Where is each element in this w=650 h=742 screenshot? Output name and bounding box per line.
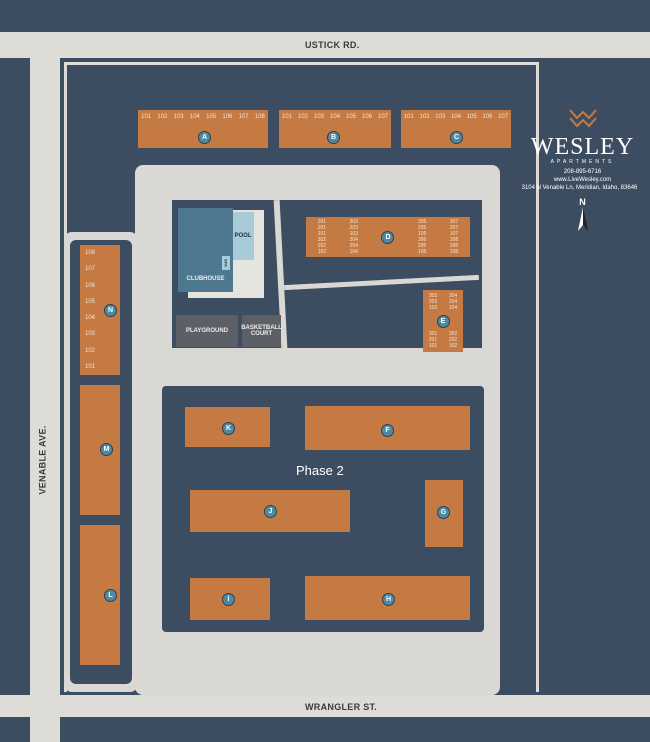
building-e-marker[interactable]: E [436,314,450,328]
unit: 106 [361,114,372,120]
venable-avenue [30,58,60,742]
wesley-logo-icon [568,109,597,128]
building-a-marker[interactable]: A [198,131,211,144]
unit: 104 [329,114,340,120]
basketball-court[interactable]: BASKETBALL COURT [241,315,282,347]
wrangler-street-label: WRANGLER ST. [305,702,378,712]
unit: 105 [466,114,477,120]
building-c-marker[interactable]: C [450,131,463,144]
unit: 108 [85,250,96,257]
building-n-marker[interactable]: N [104,304,117,317]
building-g-marker[interactable]: G [437,506,450,519]
building-d-marker[interactable]: D [381,230,395,244]
unit: 102 [85,347,96,354]
unit: 104 [189,114,200,120]
brand-phone[interactable]: 208-895-6716 [563,169,602,175]
unit: 107 [377,114,388,120]
clubhouse-label: CLUBHOUSE [186,276,225,282]
unit: 105 [206,114,217,120]
unit: 104 [450,114,461,120]
brand-website[interactable]: www.LiveWesley.com [553,177,612,183]
building-h-marker[interactable]: H [382,593,395,606]
unit: 101 [403,114,414,120]
spa[interactable]: SPA [222,256,230,270]
unit: 105 [345,114,356,120]
spa-label: SPA [223,259,229,267]
pool[interactable]: POOL [232,212,254,260]
unit: 101 [141,114,152,120]
building-a[interactable]: 101 102 103 104 105 106 107 108 [138,110,268,148]
building-l-marker[interactable]: L [104,589,117,602]
unit: 103 [173,114,184,120]
unit: 102 [157,114,168,120]
building-j-marker[interactable]: J [264,505,277,518]
unit: 107 [85,266,96,273]
walkway [172,348,482,352]
venable-avenue-label: VENABLE AVE. [37,425,48,495]
brand-address: 3104 N Venable Ln, Meridian, Idaho, 8364… [521,185,638,191]
unit: 103 [313,114,324,120]
unit: 104 [85,315,96,322]
brand-block: WESLEY APARTMENTS 208-895-6716 www.LiveW… [520,108,645,236]
wrangler-street [0,695,650,717]
unit: 103 [435,114,446,120]
basketball-label: BASKETBALL COURT [241,325,282,337]
unit: 101 [281,114,292,120]
unit: 106 [482,114,493,120]
north-arrow-icon [577,207,588,231]
unit: 106 [222,114,233,120]
unit: 106 [85,282,96,289]
building-f-marker[interactable]: F [381,424,394,437]
clubhouse[interactable]: CLUBHOUSE [178,208,233,292]
unit: 102 [419,114,430,120]
building-b-marker[interactable]: B [327,131,340,144]
pool-label: POOL [234,233,252,239]
ustick-road [0,32,650,58]
north-label: N [579,197,586,207]
phase-2-label: Phase 2 [296,463,344,478]
building-m-marker[interactable]: M [100,443,113,456]
building-k-marker[interactable]: K [222,422,235,435]
brand-sub: APARTMENTS [550,159,615,165]
unit: 105 [85,298,96,305]
unit: 107 [238,114,249,120]
unit: 107 [498,114,509,120]
unit: 102 [297,114,308,120]
brand-name: WESLEY [530,134,635,160]
unit: 101 [85,363,96,370]
playground[interactable]: PLAYGROUND [176,315,238,347]
unit: 103 [85,331,96,338]
building-i-marker[interactable]: I [222,593,235,606]
unit: 108 [254,114,265,120]
ustick-road-label: USTICK RD. [305,40,360,50]
playground-label: PLAYGROUND [185,328,229,334]
